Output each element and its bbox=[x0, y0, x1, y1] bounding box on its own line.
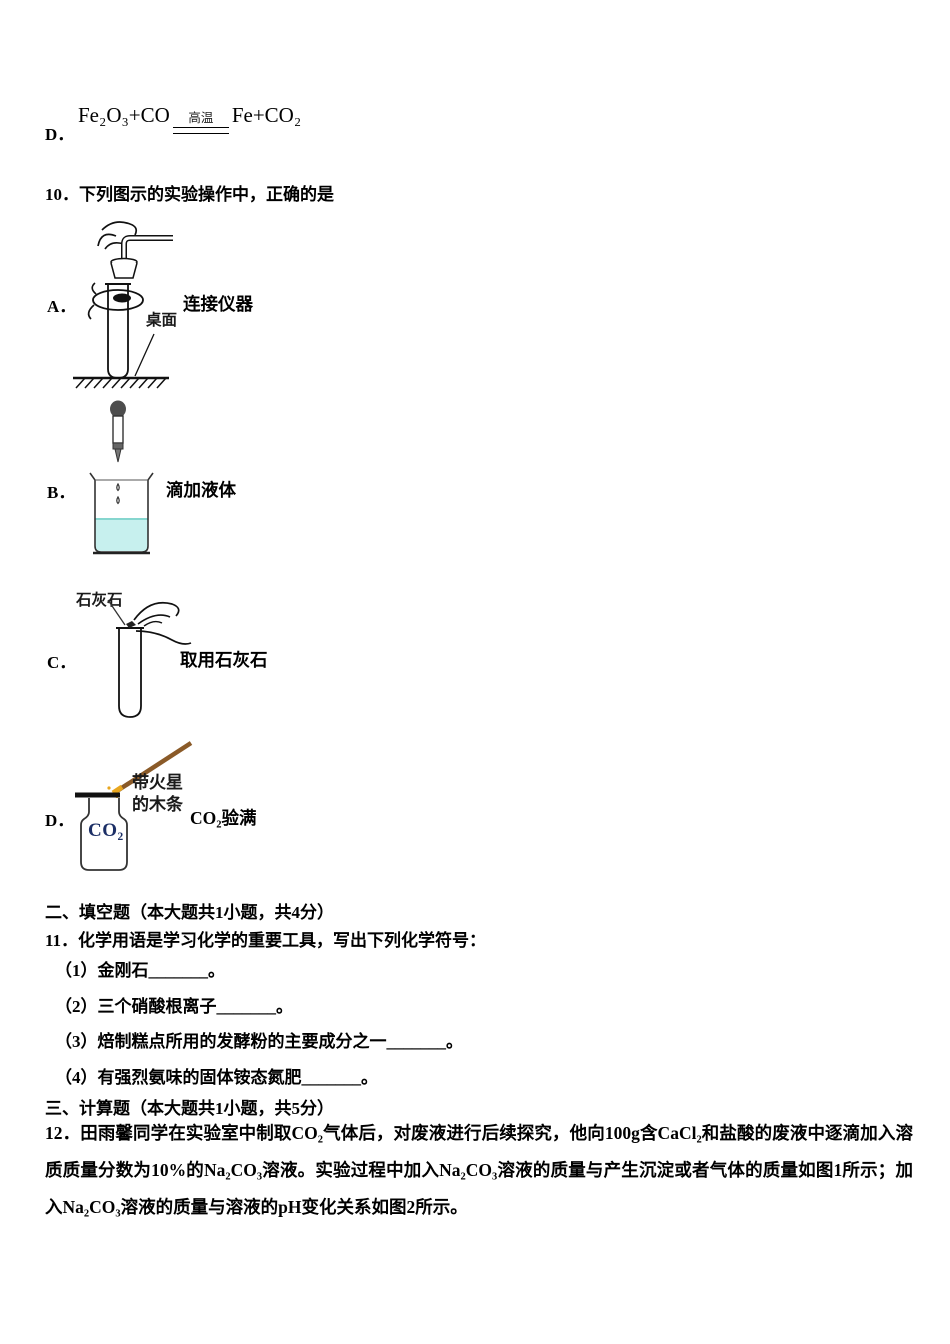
connect-apparatus-illustration bbox=[73, 221, 173, 389]
option-d-letter: D． bbox=[45, 811, 75, 830]
option-d-caption: CO₂验满 bbox=[190, 808, 257, 828]
equation-lhs: Fe₂O₃+CO bbox=[78, 103, 170, 127]
option-a-letter: A． bbox=[47, 297, 77, 316]
option-a-caption: 连接仪器 bbox=[183, 294, 253, 314]
question-12-stem: 12．田雨馨同学在实验室中制取CO₂气体后，对废液进行后续探究，他向100g含C… bbox=[45, 1123, 913, 1217]
q11-item-4: （4）有强烈氨味的固体铵态氮肥_______。 bbox=[55, 1068, 378, 1087]
annotation-splint-line1: 带火星 bbox=[132, 773, 183, 792]
annotation-desk: 桌面 bbox=[146, 312, 178, 329]
option-c-caption: 取用石灰石 bbox=[180, 650, 268, 670]
option-c-letter: C． bbox=[47, 653, 77, 672]
annotation-splint-line2: 的木条 bbox=[132, 795, 183, 814]
option-b-letter: B． bbox=[47, 483, 76, 502]
add-liquid-illustration bbox=[89, 400, 154, 555]
dropper-bulb bbox=[110, 400, 126, 418]
beaker-liquid bbox=[95, 519, 148, 551]
limestone-lump bbox=[126, 621, 136, 628]
splint-ember bbox=[111, 784, 124, 796]
question-11-stem: 11．化学用语是学习化学的重要工具，写出下列化学符号： bbox=[45, 931, 487, 950]
bottle-gas-label: CO₂ bbox=[88, 820, 124, 841]
take-limestone-illustration bbox=[107, 599, 192, 718]
option-b-caption: 滴加液体 bbox=[166, 480, 236, 500]
section-calc-heading: 三、计算题（本大题共1小题，共5分） bbox=[45, 1099, 334, 1118]
q11-item-1: （1）金刚石_______。 bbox=[55, 961, 225, 980]
equation-rhs: Fe+CO₂ bbox=[231, 103, 302, 127]
equation-condition: 高温 bbox=[188, 111, 214, 125]
question-10-stem: 10．下列图示的实验操作中，正确的是 bbox=[45, 185, 334, 204]
gas-bottle bbox=[80, 798, 128, 871]
q11-item-2: （2）三个硝酸根离子_______。 bbox=[55, 997, 293, 1016]
q11-item-3: （3）焙制糕点所用的发酵粉的主要成分之一_______。 bbox=[55, 1032, 463, 1051]
equation-option-letter: D． bbox=[45, 125, 75, 144]
equation-condition-line: 高温 bbox=[172, 111, 229, 134]
table-hatching bbox=[75, 377, 167, 389]
chemical-equation: Fe₂O₃+CO 高温 Fe+CO₂ bbox=[78, 103, 301, 134]
section-fill-heading: 二、填空题（本大题共1小题，共4分） bbox=[45, 903, 334, 922]
co2-test-illustration bbox=[75, 741, 193, 871]
wood-splint bbox=[115, 741, 193, 793]
double-equals-line bbox=[172, 126, 229, 134]
